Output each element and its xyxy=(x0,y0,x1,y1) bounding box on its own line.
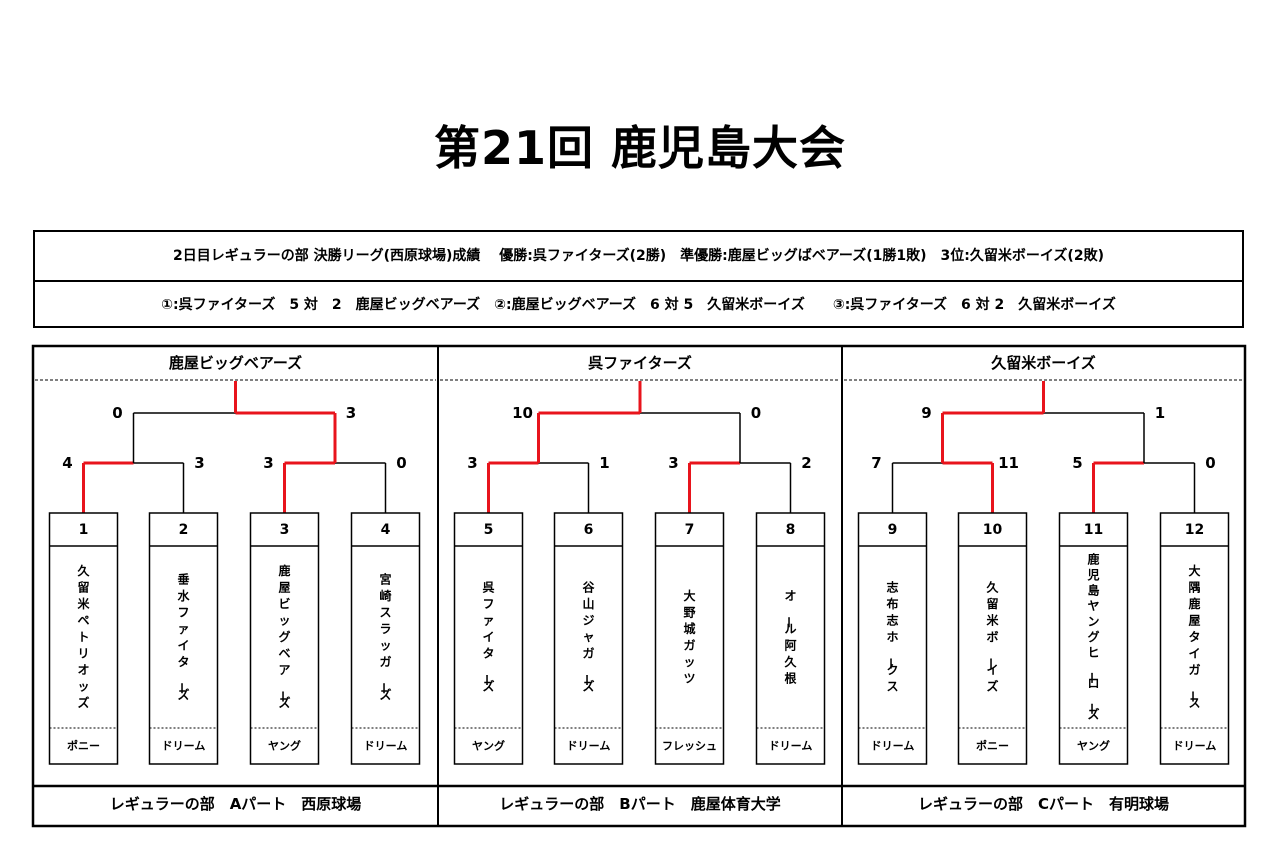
team-name: 呉ファイターズ xyxy=(479,580,494,694)
semi-score-right: 0 xyxy=(751,404,761,422)
team-seed-number: 4 xyxy=(381,522,391,538)
team-seed-number: 5 xyxy=(484,522,494,538)
team-name: 志布志ホークス xyxy=(883,580,898,694)
team-name: 大野城ガッツ xyxy=(683,588,695,686)
page-title: 第21回 鹿児島大会 xyxy=(433,121,847,175)
team-box-border xyxy=(453,512,524,765)
team-box-border xyxy=(1159,512,1230,765)
team-seed-number: 11 xyxy=(1084,522,1103,538)
team-name: 宮崎スラッガーズ xyxy=(376,571,391,702)
team-name: 谷山ジャガーズ xyxy=(579,580,595,694)
team-box: 11 ヤング 鹿児島ヤングヒーローズ xyxy=(1058,512,1129,765)
team-seed-number: 9 xyxy=(888,522,898,538)
team-seed-number: 12 xyxy=(1185,522,1204,538)
final-league-summary-text: 2日目レギュラーの部 決勝リーグ(西原球場)成績 優勝:呉ファイターズ(2勝) … xyxy=(173,248,1104,264)
final-league-games-text: ①:呉ファイターズ 5 対 2 鹿屋ビッグベアーズ ②:鹿屋ビッグベアーズ 6 … xyxy=(161,297,1116,313)
team-category: ドリーム xyxy=(1173,740,1217,753)
final-league-summary: 2日目レギュラーの部 決勝リーグ(西原球場)成績 優勝:呉ファイターズ(2勝) … xyxy=(35,232,1242,282)
team-seed-number: 7 xyxy=(685,522,695,538)
semi-score-left: 10 xyxy=(512,404,533,422)
team-box: 10 ポニー 久留米ボーイズ xyxy=(957,512,1028,765)
match-score-right: 11 xyxy=(998,454,1019,472)
team-box-border xyxy=(249,512,320,765)
team-box-border xyxy=(1058,512,1129,765)
part-footer-label: レギュラーの部 Cパート 有明球場 xyxy=(918,795,1169,813)
match-score-left: 4 xyxy=(62,454,72,472)
team-name: 久留米ボーイズ xyxy=(983,580,999,694)
match-score-left: 5 xyxy=(1072,454,1082,472)
part-winner-name: 久留米ボーイズ xyxy=(991,354,1096,372)
match-score-right: 2 xyxy=(801,454,811,472)
part-footer-label: レギュラーの部 Aパート 西原球場 xyxy=(110,795,362,813)
team-category: ドリーム xyxy=(162,740,206,753)
team-seed-number: 2 xyxy=(179,522,189,538)
team-box: 4 ドリーム 宮崎スラッガーズ xyxy=(350,512,421,765)
match-score-left: 3 xyxy=(263,454,273,472)
team-seed-number: 8 xyxy=(786,522,796,538)
team-category: フレッシュ xyxy=(662,740,717,753)
team-name: 大隅鹿屋タイガース xyxy=(1185,563,1200,710)
match-score-right: 1 xyxy=(599,454,609,472)
match-score-right: 3 xyxy=(194,454,204,472)
team-box-border xyxy=(350,512,421,765)
team-box: 9 ドリーム 志布志ホークス xyxy=(857,512,928,765)
team-category: ヤング xyxy=(268,739,301,753)
team-name: 垂水ファイターズ xyxy=(174,571,190,702)
team-name: 鹿屋ビッグベアーズ xyxy=(275,563,290,710)
team-category: ドリーム xyxy=(364,740,408,753)
match-score-right: 0 xyxy=(1205,454,1215,472)
team-category: ヤング xyxy=(472,739,505,753)
team-seed-number: 1 xyxy=(79,522,89,538)
team-category: ヤング xyxy=(1077,739,1110,753)
team-category: ポニー xyxy=(67,739,100,753)
team-box: 7 フレッシュ 大野城ガッツ xyxy=(654,512,725,765)
team-name: オール阿久根 xyxy=(781,589,797,686)
semi-score-left: 0 xyxy=(112,404,122,422)
team-box-border xyxy=(148,512,219,765)
team-box: 2 ドリーム 垂水ファイターズ xyxy=(148,512,219,765)
team-box-border xyxy=(857,512,928,765)
team-box: 12 ドリーム 大隅鹿屋タイガース xyxy=(1159,512,1230,765)
team-box-border xyxy=(957,512,1028,765)
final-league-games: ①:呉ファイターズ 5 対 2 鹿屋ビッグベアーズ ②:鹿屋ビッグベアーズ 6 … xyxy=(35,282,1242,328)
match-score-left: 3 xyxy=(668,454,678,472)
team-box-border xyxy=(553,512,624,765)
bracket-frame xyxy=(31,344,1247,828)
team-category: ドリーム xyxy=(567,740,611,753)
team-category: ポニー xyxy=(976,739,1009,753)
team-box: 5 ヤング 呉ファイターズ xyxy=(453,512,524,765)
match-score-left: 7 xyxy=(871,454,881,472)
team-seed-number: 3 xyxy=(280,522,290,538)
semi-score-right: 3 xyxy=(346,404,356,422)
team-box: 8 ドリーム オール阿久根 xyxy=(755,512,826,765)
team-box-border xyxy=(48,512,119,765)
team-box: 1 ポニー 久留米ペトリオッズ xyxy=(48,512,119,765)
team-box: 6 ドリーム 谷山ジャガーズ xyxy=(553,512,624,765)
team-seed-number: 10 xyxy=(983,522,1003,538)
match-score-left: 3 xyxy=(467,454,477,472)
results-summary-box: 2日目レギュラーの部 決勝リーグ(西原球場)成績 優勝:呉ファイターズ(2勝) … xyxy=(33,230,1244,328)
part-winner-name: 呉ファイターズ xyxy=(588,354,692,372)
semi-score-left: 9 xyxy=(921,404,931,422)
team-category: ドリーム xyxy=(871,740,915,753)
part-footer-label: レギュラーの部 Bパート 鹿屋体育大学 xyxy=(499,795,780,813)
part-winner-name: 鹿屋ビッグベアーズ xyxy=(169,354,302,372)
team-box-border xyxy=(654,512,725,765)
team-name: 久留米ペトリオッズ xyxy=(77,563,90,710)
team-box: 3 ヤング 鹿屋ビッグベアーズ xyxy=(249,512,320,765)
team-seed-number: 6 xyxy=(584,522,594,538)
team-name: 鹿児島ヤングヒーローズ xyxy=(1084,552,1099,722)
semi-score-right: 1 xyxy=(1155,404,1165,422)
match-score-right: 0 xyxy=(396,454,406,472)
team-category: ドリーム xyxy=(769,740,813,753)
team-box-border xyxy=(755,512,826,765)
